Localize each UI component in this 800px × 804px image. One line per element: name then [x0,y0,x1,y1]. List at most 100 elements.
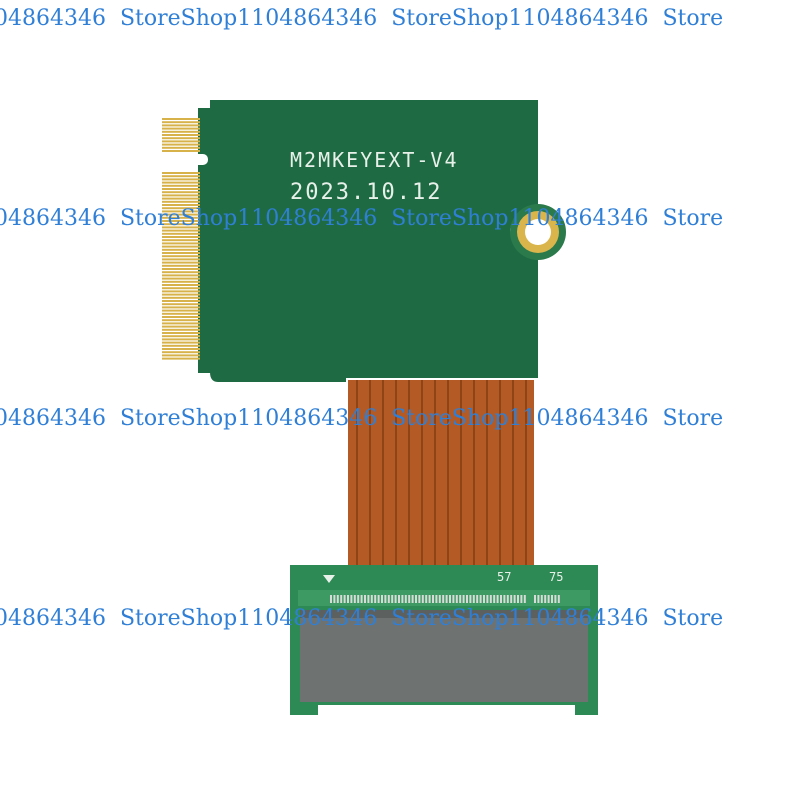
solder-pad [398,595,400,603]
flex-trace [512,380,514,570]
gold-finger [162,175,200,178]
gold-finger [162,309,200,312]
flex-trace [369,380,371,570]
edge-connector-pcb [198,108,212,373]
gold-finger [162,226,200,229]
solder-pad [513,595,516,603]
gold-finger [162,261,200,264]
flex-trace [395,380,397,570]
solder-pad [347,595,349,603]
gold-finger [162,207,200,210]
solder-pad [330,595,332,603]
gold-finger [162,248,200,251]
flex-trace [382,380,384,570]
key-notch [180,154,208,165]
gold-finger [162,232,200,235]
board-model-label: M2MKEYEXT-V4 [290,148,459,172]
gold-finger [162,341,200,344]
flex-trace [499,380,501,570]
gold-finger [162,204,200,206]
gold-finger [162,239,200,242]
solder-pad [381,595,383,603]
solder-pad [350,595,353,603]
gold-finger [162,223,200,226]
solder-pad [551,595,553,603]
solder-pad [415,595,417,603]
gold-finger [162,322,200,325]
solder-pad [343,595,346,603]
gold-finger [162,130,200,133]
gold-finger [162,197,200,200]
solder-pad [421,595,424,603]
solder-pad [489,595,492,603]
gold-finger [162,194,200,197]
solder-pad [438,595,441,603]
gold-finger [162,357,200,360]
solder-pad [493,595,496,603]
gold-finger [162,220,200,222]
gold-finger [162,264,200,267]
solder-pad [449,595,451,603]
solder-pad [425,595,428,603]
solder-pad [472,595,475,603]
solder-pad [387,595,390,603]
flex-trace [408,380,410,570]
gold-finger [162,118,200,120]
solder-pad [452,595,455,603]
solder-pad [455,595,458,603]
gold-finger [162,293,200,296]
gold-finger [162,140,200,143]
gold-finger [162,280,200,283]
gold-finger [162,213,200,216]
gold-finger [162,178,200,181]
solder-pad [445,595,448,603]
gold-finger [162,127,200,130]
flex-trace [421,380,423,570]
solder-pad [547,595,550,603]
solder-pad [333,595,336,603]
flex-trace [356,380,358,570]
solder-pad [418,595,421,603]
gold-finger [162,316,200,318]
board-date-label: 2023.10.12 [290,180,443,205]
gold-finger [162,319,200,322]
gold-finger [162,277,200,280]
flex-trace [460,380,462,570]
solder-pad [428,595,431,603]
gold-fingers [162,118,200,360]
gold-finger [162,242,200,245]
solder-pad [367,595,370,603]
m2-socket [300,610,588,702]
flex-trace [486,380,488,570]
solder-pad [510,595,513,603]
solder-pad [483,595,485,603]
solder-pad [506,595,509,603]
solder-pad [523,595,526,603]
solder-pad [336,595,339,603]
solder-pad [479,595,482,603]
pin1-marker [323,575,335,583]
solder-pad [374,595,377,603]
gold-finger [162,348,200,350]
solder-pad [370,595,373,603]
solder-pad [391,595,394,603]
gold-finger [162,271,200,274]
gold-finger [162,306,200,309]
solder-pad [432,595,434,603]
solder-pad [384,595,387,603]
solder-pad [462,595,465,603]
gold-finger [162,287,200,290]
solder-pad [486,595,489,603]
gold-finger [162,338,200,341]
gold-finger [162,121,200,124]
flex-trace [473,380,475,570]
gold-finger [162,137,200,140]
gold-finger [162,216,200,219]
gold-finger [162,303,200,306]
gold-finger [162,252,200,254]
gold-finger [162,325,200,328]
solder-pad [360,595,363,603]
mounting-hole [510,204,566,260]
